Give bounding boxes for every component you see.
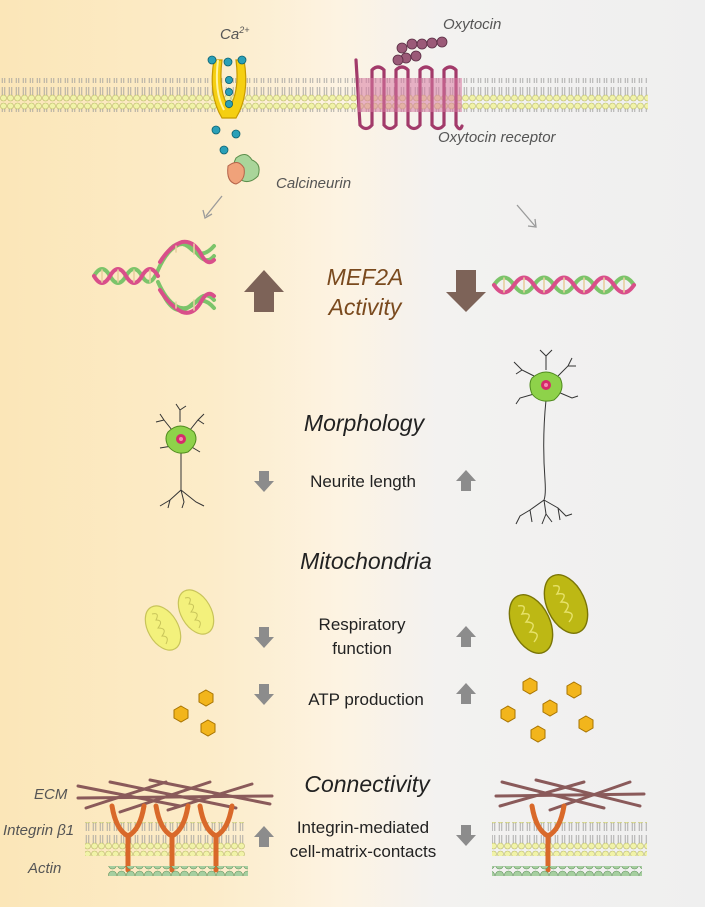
atp-decrease-arrow-icon xyxy=(254,684,274,705)
large-mitochondrion-icon xyxy=(508,594,554,654)
signal-arrow-icon xyxy=(516,204,537,228)
increase-arrow-icon xyxy=(244,270,284,312)
integrin-icon xyxy=(109,803,235,873)
neurite-length-label: Neurite length xyxy=(310,472,416,491)
oxytocin-icon xyxy=(392,36,448,66)
mitochondria-heading: Mitochondria xyxy=(300,548,432,574)
contacts-increase-arrow-icon xyxy=(254,826,274,847)
contacts-decrease-arrow-icon xyxy=(456,825,476,846)
actin-filament-icon xyxy=(108,866,248,876)
ecm-label: ECM xyxy=(34,786,68,803)
atp-increase-arrow-icon xyxy=(456,683,476,704)
calcium-label: Ca2+ xyxy=(220,25,250,43)
ecm-fibers-icon xyxy=(494,778,646,812)
respiratory-function-label: Respiratory function xyxy=(318,615,406,658)
neurite-increase-arrow-icon xyxy=(456,470,476,491)
respiration-increase-arrow-icon xyxy=(456,626,476,647)
respiration-decrease-arrow-icon xyxy=(254,627,274,648)
small-mitochondrion-icon xyxy=(177,589,215,635)
dna-helix-icon xyxy=(492,275,636,295)
ecm-fibers-icon xyxy=(76,778,274,814)
neurite-decrease-arrow-icon xyxy=(254,471,274,492)
actin-filament-icon xyxy=(492,866,642,876)
large-mitochondrion-icon xyxy=(543,574,589,634)
membrane-right xyxy=(492,822,647,856)
short-neuron-icon xyxy=(155,403,205,509)
calcium-ion-icon xyxy=(207,55,247,155)
signal-arrow-icon xyxy=(202,195,223,219)
calcineurin-icon xyxy=(227,154,260,185)
mef2a-activity-label: MEF2A Activity xyxy=(326,264,404,320)
oxytocin-receptor-icon xyxy=(354,58,464,131)
calcium-channel-icon xyxy=(211,59,247,119)
integrin-label: Integrin β1 xyxy=(3,822,75,839)
small-mitochondrion-icon xyxy=(144,605,182,651)
integrin-contacts-label: Integrin-mediated cell-matrix-contacts xyxy=(289,818,437,861)
calcineurin-label: Calcineurin xyxy=(276,175,352,192)
actin-label: Actin xyxy=(28,860,62,877)
decrease-arrow-icon xyxy=(446,270,486,312)
atp-production-label: ATP production xyxy=(308,690,424,709)
morphology-heading: Morphology xyxy=(303,410,425,436)
atp-icon xyxy=(500,677,594,743)
plasma-membrane xyxy=(0,78,648,112)
atp-icon xyxy=(173,689,216,737)
oxytocin-label: Oxytocin xyxy=(443,16,502,33)
oxytocin-receptor-shading xyxy=(358,78,462,112)
connectivity-heading: Connectivity xyxy=(304,771,430,797)
long-neuron-icon xyxy=(513,349,579,525)
integrin-icon xyxy=(529,803,567,873)
oxytocin-receptor-label: Oxytocin receptor xyxy=(438,129,556,146)
dna-helix-split-icon xyxy=(92,239,216,315)
